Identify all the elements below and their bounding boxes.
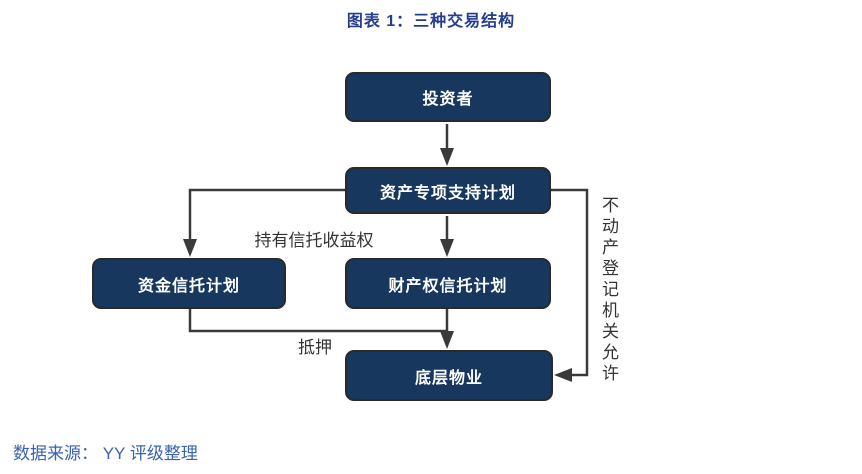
data-source-label: 数据来源： YY 评级整理 <box>13 444 198 463</box>
node-asset-special-support-plan: 资产专项支持计划 <box>345 167 551 214</box>
line-fund-trust-to-merge <box>188 309 448 333</box>
edge-label-hold-trust-income-right: 持有信托收益权 <box>254 231 374 250</box>
node-property-right-trust-plan: 财产权信托计划 <box>345 258 551 309</box>
edge-label-mortgage: 抵押 <box>298 338 332 357</box>
arrow-asset-plan-to-underlying-right <box>551 188 589 382</box>
edge-label-registration-permission: 不动产登记机关允许 <box>598 196 618 385</box>
figure-title: 图表 1：三种交易结构 <box>346 13 516 30</box>
node-fund-trust-plan: 资金信托计划 <box>92 258 286 309</box>
node-underlying-property: 底层物业 <box>345 350 553 401</box>
node-investor: 投资者 <box>345 72 551 122</box>
